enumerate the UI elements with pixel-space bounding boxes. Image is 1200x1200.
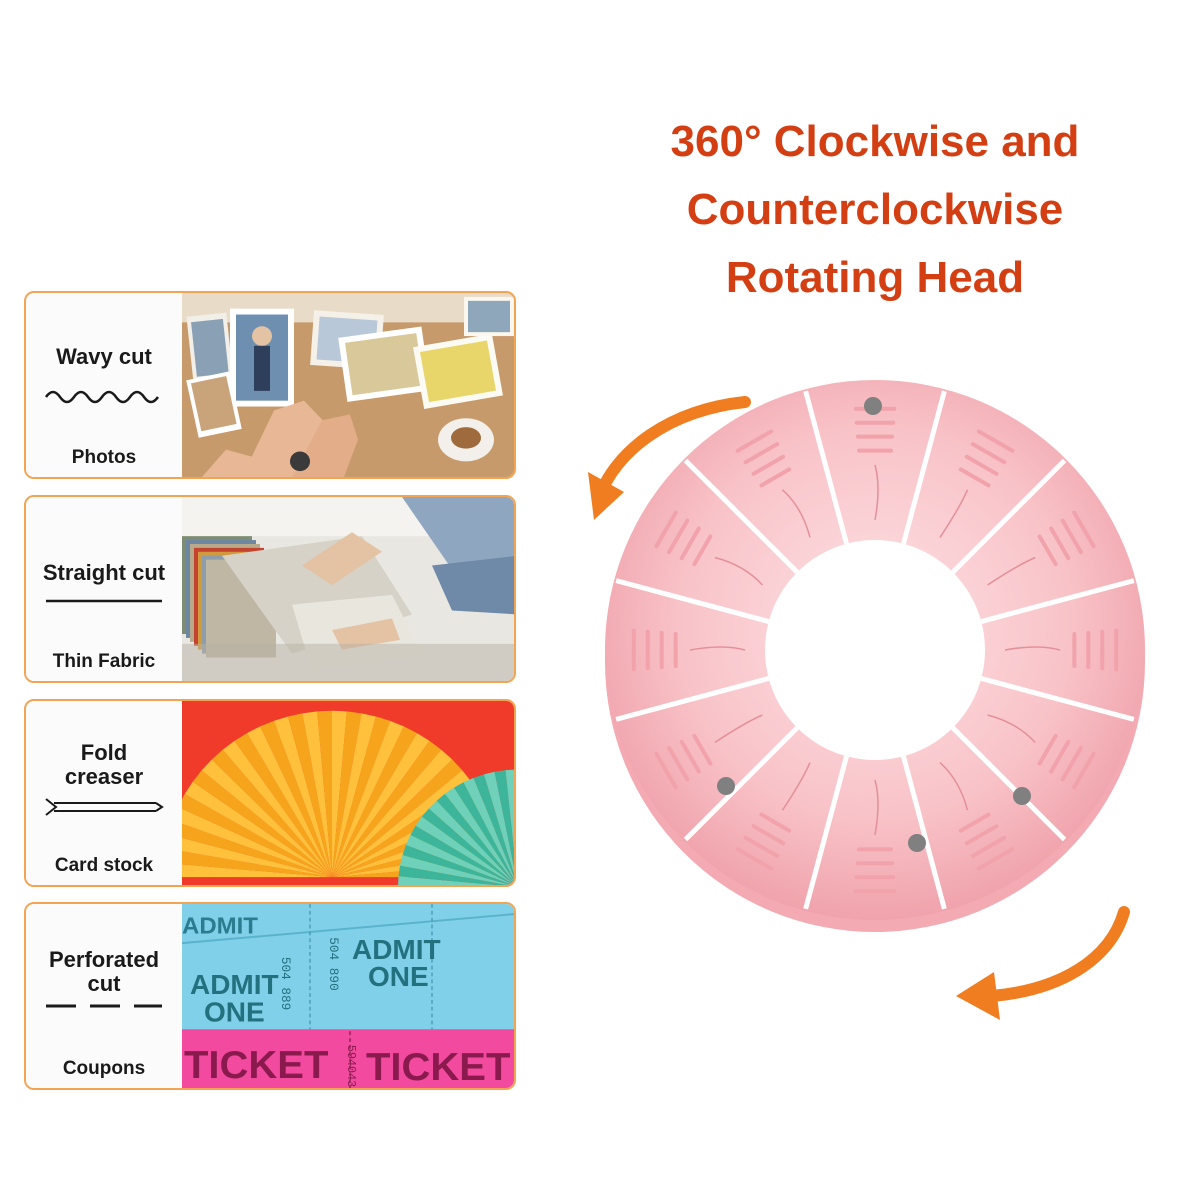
feature-label-panel: Fold creaser Card stock (26, 701, 182, 885)
headline-line-2: Counterclockwise (686, 185, 1064, 234)
cut-type-label-line-1: Perforated (48, 947, 160, 972)
cut-type-label-line-2: cut (87, 971, 121, 996)
material-label: Card stock (54, 855, 154, 876)
ticket-number: 504 889 (278, 957, 293, 1010)
wavy-line-icon (44, 390, 160, 404)
one-text: ONE (368, 961, 429, 992)
material-label: Coupons (62, 1058, 146, 1079)
feature-card-fold: Fold creaser Card stock (24, 699, 516, 887)
clockwise-arrow-icon (956, 906, 1130, 1020)
feature-label-panel: Wavy cut Photos (26, 293, 182, 477)
crease-line-icon (45, 798, 164, 816)
headline-line-3: Rotating Head (725, 253, 1025, 302)
cut-type-label-line-2: creaser (64, 764, 144, 789)
card-stock-image (182, 701, 514, 885)
cut-type-label: Straight cut (42, 560, 166, 585)
admit-text: ADMIT (190, 969, 279, 1000)
feature-card-wavy: Wavy cut Photos (24, 291, 516, 479)
cut-type-label-line-1: Fold (80, 740, 128, 765)
dashed-line-icon (46, 1004, 162, 1008)
feature-label-panel: Perforated cut Coupons (26, 904, 182, 1088)
marker-dot (864, 397, 882, 415)
feature-card-straight: Straight cut Thin Fabric (24, 495, 516, 683)
counterclockwise-arrow-icon (588, 396, 751, 520)
blade-wheel (605, 380, 1145, 932)
headline-line-1: 360° Clockwise and (670, 117, 1080, 166)
rotating-head-illustration (580, 380, 1180, 1040)
coupons-image: ADMIT ONE ADMIT ONE ADMIT 504 889 504 89… (182, 904, 514, 1088)
ticket-number: 504 890 (326, 937, 341, 990)
ticket-text: TICKET (184, 1044, 328, 1088)
feature-label-panel: Straight cut Thin Fabric (26, 497, 182, 681)
marker-dot (908, 834, 926, 852)
material-label: Thin Fabric (52, 651, 156, 672)
headline: 360° Clockwise and Counterclockwise Rota… (600, 108, 1150, 312)
admit-text: ADMIT (352, 934, 441, 965)
admit-text: ADMIT (182, 914, 258, 940)
material-label: Photos (71, 447, 137, 468)
photos-image (182, 293, 514, 477)
fabric-image (182, 497, 514, 681)
cut-type-label: Fold creaser (26, 741, 182, 789)
one-text: ONE (204, 997, 265, 1028)
ticket-text: TICKET (366, 1046, 510, 1088)
cut-type-label: Perforated cut (26, 948, 182, 996)
feature-card-perforated: Perforated cut Coupons ADMIT ONE ADMIT O… (24, 902, 516, 1090)
marker-dot (1013, 787, 1031, 805)
ticket-number: 594043 (344, 1045, 358, 1087)
marker-dot (717, 777, 735, 795)
straight-line-icon (46, 599, 162, 603)
cut-type-label: Wavy cut (56, 344, 152, 369)
